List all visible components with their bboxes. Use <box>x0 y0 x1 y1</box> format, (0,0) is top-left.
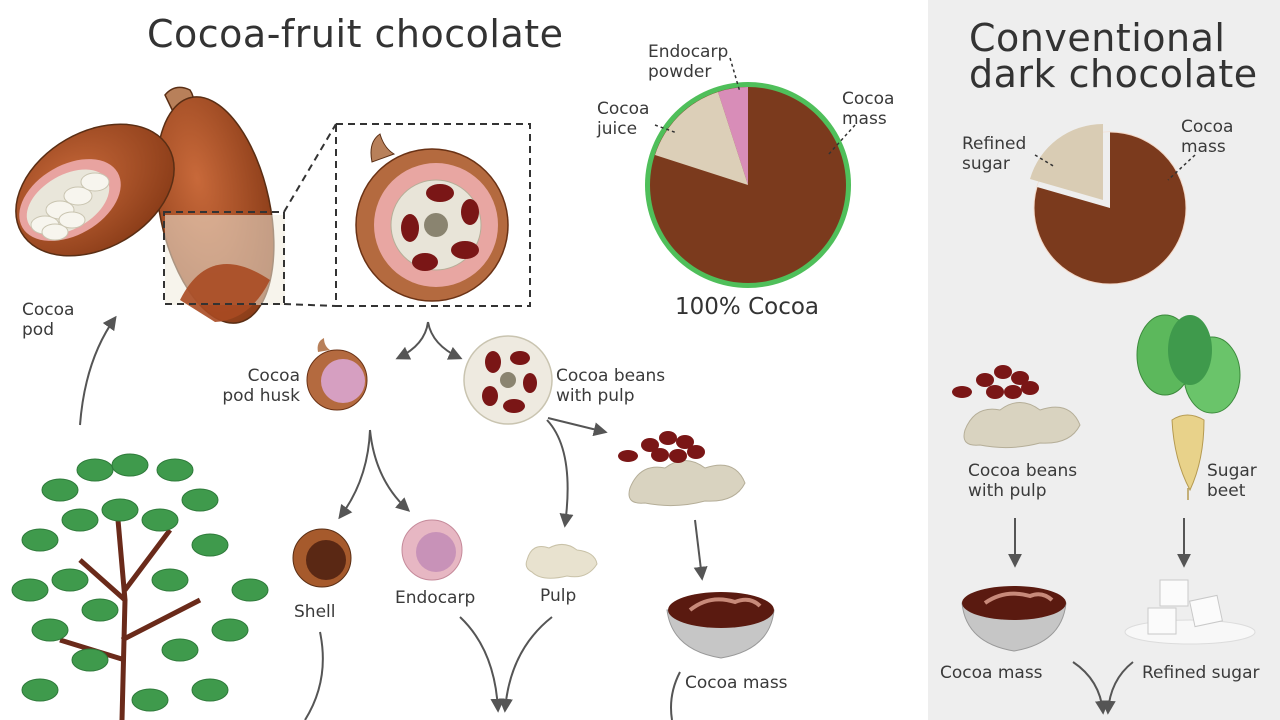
conventional-pie-chart <box>1030 124 1196 285</box>
label-endocarp: Endocarp <box>395 588 476 608</box>
sugar-beet-icon <box>1136 314 1241 500</box>
right-label-refined-sugar: Refined sugar <box>1142 663 1260 683</box>
pod-cross-section-icon <box>355 133 509 302</box>
conventional-title-line1: Conventional <box>969 16 1226 60</box>
label-shell: Shell <box>294 602 336 622</box>
right-label-beans-with-pulp: Cocoa beans with pulp <box>968 461 1078 501</box>
cocoa-pod-icon <box>15 86 285 324</box>
cocoa-beans-pile-right-icon <box>952 365 1081 449</box>
pod-husk-icon <box>306 338 368 411</box>
pie2-label-refined-sugar: Refined sugar <box>962 134 1027 174</box>
zoom-box-small <box>163 211 285 305</box>
cocoa-beans-pile-icon <box>618 431 746 507</box>
label-beans-with-pulp: Cocoa beans with pulp <box>556 366 666 406</box>
cocoa-fruit-pie-chart <box>645 57 856 288</box>
pie1-caption: 100% Cocoa <box>675 294 820 320</box>
label-cocoa-pod: Cocoa pod <box>22 300 75 340</box>
pie1-label-endocarp-powder: Endocarp powder <box>648 42 729 82</box>
flow-arrows-right <box>1008 518 1191 715</box>
endocarp-icon <box>401 519 463 581</box>
right-label-cocoa-mass: Cocoa mass <box>940 663 1043 683</box>
right-label-sugar-beet: Sugar beet <box>1207 461 1257 501</box>
zoom-box-large <box>335 123 531 307</box>
cocoa-mass-bowl-right-icon <box>961 586 1067 652</box>
cocoa-fruit-title: Cocoa-fruit chocolate <box>147 12 564 56</box>
pie1-label-cocoa-juice: Cocoa juice <box>597 99 650 139</box>
pulp-icon <box>525 544 598 579</box>
shell-icon <box>292 528 352 588</box>
label-cocoa-mass: Cocoa mass <box>685 673 788 693</box>
pie2-label-cocoa-mass: Cocoa mass <box>1181 117 1234 157</box>
refined-sugar-icon <box>1124 579 1256 645</box>
label-pulp: Pulp <box>540 586 577 606</box>
beans-with-pulp-icon <box>463 335 553 425</box>
conventional-title-line2: dark chocolate <box>969 52 1258 96</box>
label-pod-husk: Cocoa pod husk <box>222 366 300 406</box>
cocoa-mass-bowl-icon <box>666 592 775 659</box>
flow-arrows-left <box>79 315 708 720</box>
cocoa-tree-icon <box>11 453 269 720</box>
pie1-label-cocoa-mass: Cocoa mass <box>842 89 895 129</box>
